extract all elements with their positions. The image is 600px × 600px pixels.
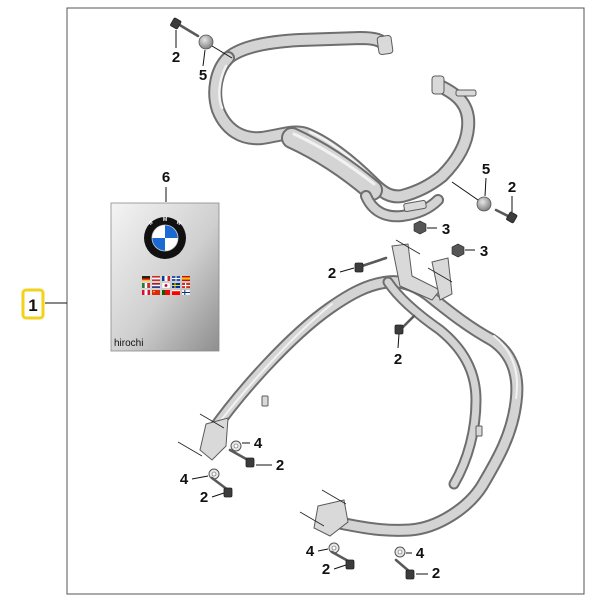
callouts: 2 5 5 2 3 3 2 2 4 2 4 2 4 2 [172, 30, 516, 582]
bolt-bottom-left [330, 550, 355, 570]
callout-2-top-left: 2 [172, 49, 180, 66]
callout-2-mid-lower: 2 [394, 351, 402, 368]
bolt-bottom-right [394, 558, 415, 580]
callout-2-right: 2 [508, 179, 516, 196]
washer-bottom-right [394, 546, 406, 558]
nut-upper [413, 220, 427, 235]
nut-lower [451, 243, 465, 258]
callout-2-mid-left: 2 [328, 265, 336, 282]
cap-top-left [198, 34, 233, 59]
bolt-right [494, 208, 518, 224]
bolt-left-upper [228, 448, 255, 468]
bmw-logo: B M W [144, 217, 186, 259]
callout-3-upper: 3 [442, 221, 450, 238]
washer-left-lower [208, 468, 220, 480]
callout-6-label: 6 [162, 169, 170, 186]
upper-crash-bar [208, 31, 477, 223]
callout-2-left-lower: 2 [200, 489, 208, 506]
callout-1-label: 1 [28, 296, 37, 315]
callout-1-highlight [21, 288, 45, 320]
callout-4-left-lower: 4 [180, 471, 189, 488]
washer-bottom-left [328, 542, 340, 554]
diagram-frame [66, 7, 585, 595]
svg-text:M: M [163, 217, 167, 223]
washer-left-upper [230, 440, 242, 452]
cap-right [451, 181, 492, 212]
callout-2-bottom-left: 2 [322, 561, 330, 578]
callout-5-top-left: 5 [199, 67, 207, 84]
callout-5-right: 5 [482, 161, 490, 178]
callout-3-lower: 3 [480, 243, 488, 260]
watermark-text: hirochi [114, 338, 143, 349]
axis-lines [177, 239, 453, 527]
svg-text:B: B [148, 220, 154, 227]
manual-booklet: B M W hirochi [110, 202, 220, 352]
callout-2-bottom-right: 2 [432, 565, 440, 582]
callout-4-bottom-left: 4 [306, 543, 315, 560]
bolt-top-left [170, 17, 200, 38]
callout-4-bottom-right: 4 [416, 545, 425, 562]
callout-2-left-upper: 2 [276, 457, 284, 474]
language-flags [142, 276, 191, 296]
bolt-left-lower [210, 476, 233, 498]
callout-1: 1 [21, 288, 67, 320]
bolt-mid-left [354, 256, 388, 273]
callout-4-left-upper: 4 [254, 435, 263, 452]
svg-text:W: W [175, 220, 182, 228]
bolt-mid-lower [394, 314, 416, 335]
callout-6: 6 [162, 169, 170, 202]
lower-crash-bar [199, 243, 524, 537]
